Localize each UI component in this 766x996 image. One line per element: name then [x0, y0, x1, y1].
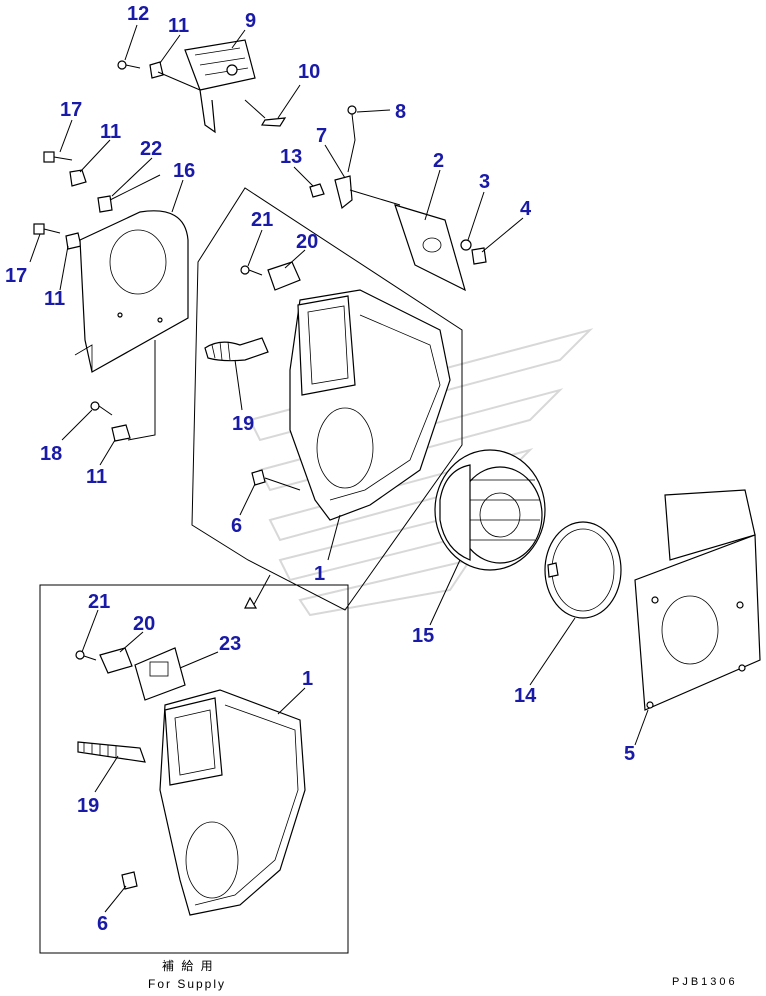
part-9-relay-bracket [184, 39, 256, 134]
callout-15: 15 [412, 625, 434, 647]
part-5-case-plate [634, 489, 761, 711]
part-6-screw-b [121, 871, 138, 890]
part-19-hose-b [77, 741, 146, 763]
part-8-screw [347, 105, 357, 173]
callout-4: 4 [520, 198, 532, 220]
callout-numbers: 12 11 9 10 8 17 11 22 16 7 13 2 3 4 17 1… [5, 3, 635, 935]
main-assembly-outline [191, 187, 463, 611]
callout-1-b: 1 [302, 668, 313, 690]
part-10-clip [260, 117, 287, 127]
callout-17-a: 17 [60, 99, 82, 121]
part-3-washer [460, 239, 472, 251]
part-15-fan-motor [434, 449, 546, 571]
callout-21-b: 21 [88, 591, 110, 613]
callout-1-a: 1 [314, 563, 325, 585]
callout-13: 13 [280, 146, 302, 168]
supply-arrow-line [251, 574, 271, 609]
part-11-clamp-a [149, 61, 164, 79]
supply-caption-jp: 補 給 用 [162, 959, 215, 973]
part-19-hose-a [204, 337, 269, 362]
callout-6-b: 6 [97, 913, 108, 935]
callout-10: 10 [298, 61, 320, 83]
callout-5: 5 [624, 743, 635, 765]
callout-3: 3 [479, 171, 490, 193]
callout-20-a: 20 [296, 231, 318, 253]
part-11-clamp-b [69, 169, 87, 187]
part-17-bolt-a [43, 151, 73, 163]
callout-11-a: 11 [168, 15, 189, 37]
callout-19-b: 19 [77, 795, 99, 817]
callout-21-a: 21 [251, 209, 273, 231]
supply-caption-en: For Supply [148, 977, 226, 991]
callout-9: 9 [245, 10, 256, 32]
part-13-clip [309, 183, 325, 198]
callout-12: 12 [127, 3, 149, 25]
part-11-clamp-d [111, 424, 131, 442]
part-22-connector [97, 195, 113, 213]
drawing-code: PJB1306 [672, 976, 738, 988]
part-20-grommet-a [267, 261, 301, 291]
supply-arrow-head [244, 596, 258, 609]
callout-8: 8 [395, 101, 406, 123]
callout-23: 23 [219, 633, 241, 655]
part-21-screw-b [75, 650, 97, 661]
part-21-screw-a [240, 265, 263, 276]
part-12-screw [117, 60, 141, 70]
callout-17-b: 17 [5, 265, 27, 287]
part-1-blower-case-a [289, 289, 451, 521]
callout-16: 16 [173, 160, 195, 182]
part-1-blower-case-b [159, 689, 306, 916]
callout-18: 18 [40, 443, 62, 465]
part-7-link [334, 175, 353, 210]
part-20-grommet-b [99, 647, 133, 674]
part-2-damper-plate [394, 204, 466, 292]
callout-19-a: 19 [232, 413, 254, 435]
callout-14: 14 [514, 685, 537, 707]
part-23-gasket [134, 647, 186, 701]
callout-7: 7 [316, 125, 327, 147]
callout-11-c: 11 [44, 288, 65, 310]
supply-box [39, 584, 349, 954]
callout-2: 2 [433, 150, 444, 172]
part-6-screw-a [251, 469, 301, 491]
callout-6-a: 6 [231, 515, 242, 537]
part-18-screw [90, 401, 113, 416]
part-14-ring [544, 521, 622, 619]
callout-11-b: 11 [100, 121, 121, 143]
part-17-bolt-b [33, 223, 61, 235]
callout-11-d: 11 [86, 466, 107, 488]
callout-22: 22 [140, 138, 162, 160]
callout-20-b: 20 [133, 613, 155, 635]
leader-lines [29, 24, 649, 913]
part-16-case-plate [74, 210, 189, 373]
rod [349, 189, 401, 206]
